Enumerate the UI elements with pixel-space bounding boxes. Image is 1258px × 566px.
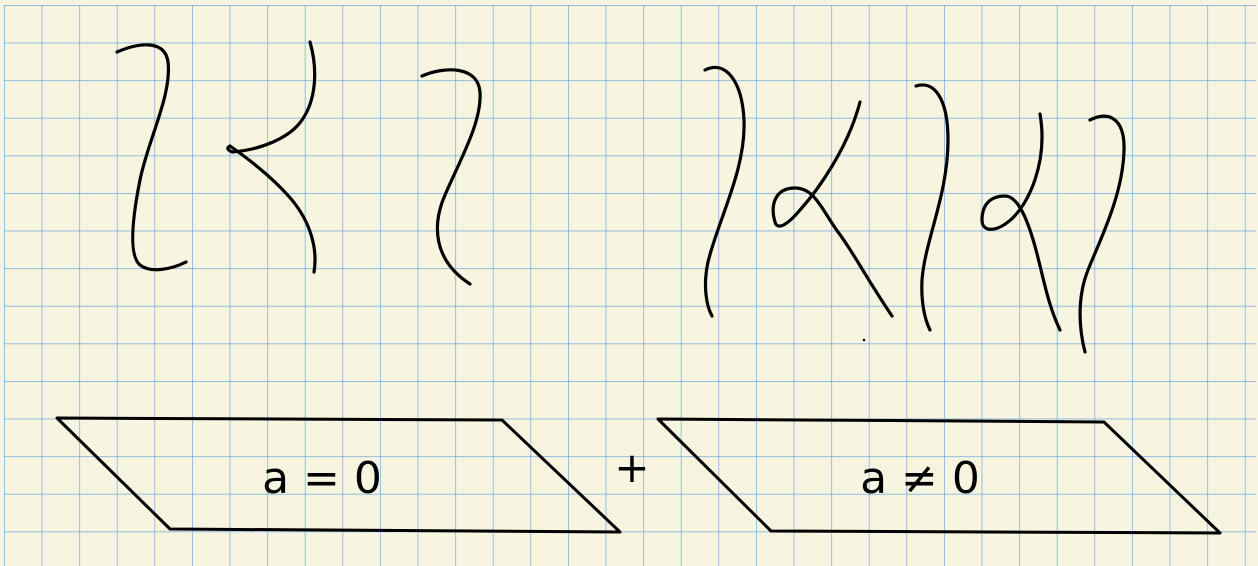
strand-right-2-loop: [771, 100, 894, 318]
strand-left-2-lower: [228, 144, 317, 274]
parallelogram-right: [656, 417, 1222, 535]
strand-right-5: [1078, 114, 1126, 354]
strand-left-1: [115, 43, 188, 272]
grid-lines: [4, 5, 1256, 566]
strand-right-4-loop: [980, 112, 1062, 332]
ink-dot: [862, 338, 866, 342]
panel-left-label: a = 0: [262, 453, 382, 504]
strand-left-2-upper: [226, 40, 317, 154]
left-strands: [115, 40, 482, 286]
parallelogram-left: [55, 416, 622, 534]
strand-right-3: [914, 83, 950, 332]
panel-right: a ≠ 0: [656, 417, 1222, 535]
strand-right-1: [703, 65, 746, 318]
right-strands: [703, 65, 1126, 354]
panel-left: a = 0: [55, 416, 622, 534]
plus-operator: +: [614, 443, 649, 492]
panel-right-label: a ≠ 0: [860, 453, 980, 504]
strand-left-3: [420, 68, 482, 286]
